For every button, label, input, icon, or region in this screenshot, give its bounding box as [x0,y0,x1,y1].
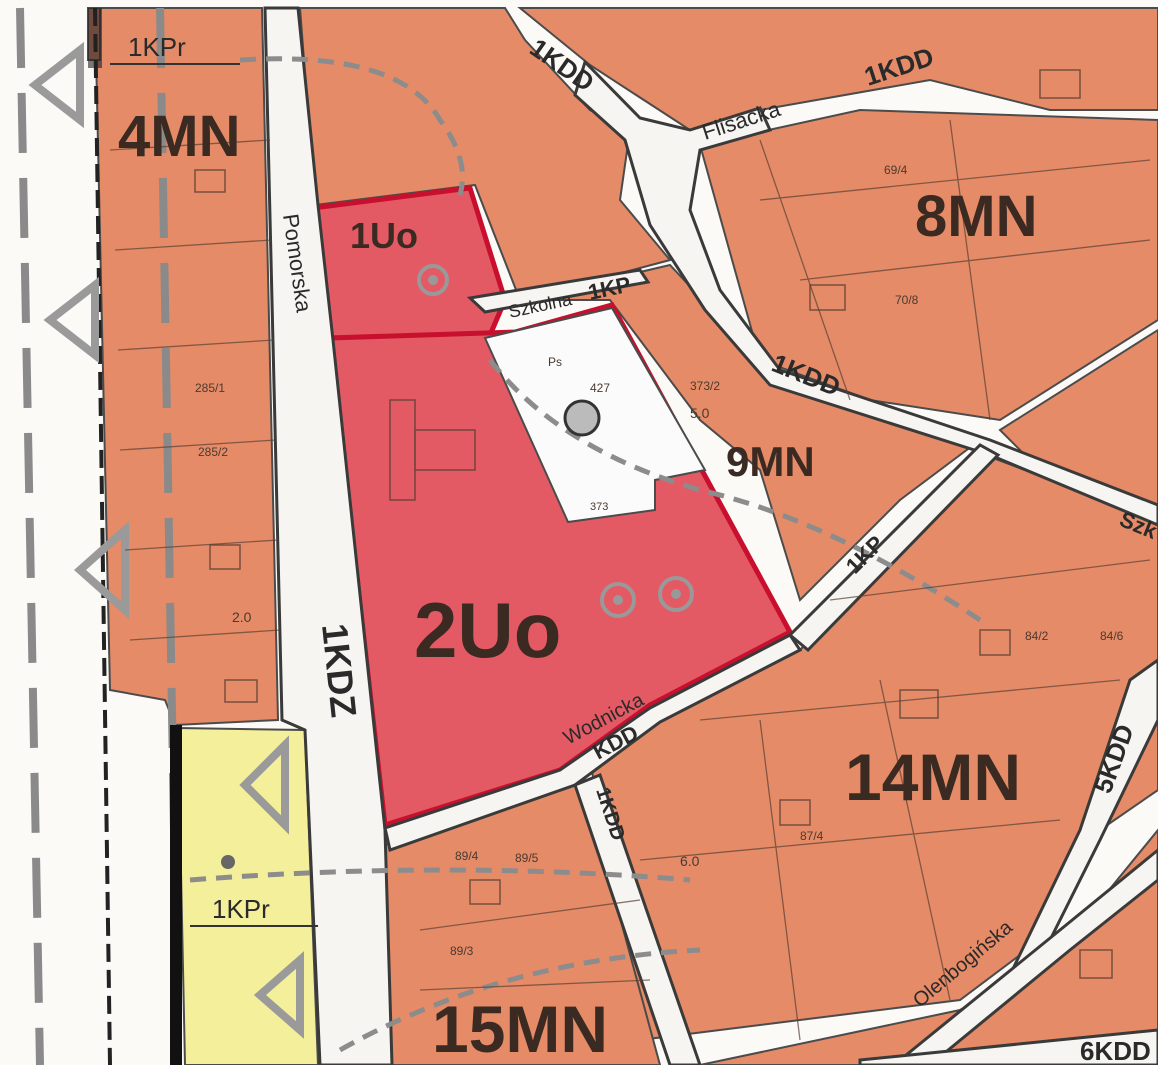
height-427-label: 427 [590,381,610,395]
circle-symbol-1uo [417,264,449,296]
dashed-arc-1 [239,56,465,196]
dashed-arc-4 [338,947,701,1053]
zone-north-east [517,7,1158,132]
road-1kdz-label: 1KDZ [314,622,365,720]
parcel-line-2 [114,239,273,251]
parcel-89-5-label: 89/5 [515,851,539,865]
road-olenboginska [896,848,1158,1065]
zone-1uo-label: 1Uo [350,215,418,256]
building-4 [809,284,846,311]
zone-2uo-label: 2Uo [414,586,561,674]
frame-top-edge [88,8,102,68]
parcel-line-14 [419,899,641,931]
parcel-line-4 [119,439,277,451]
parcel-89-4-label: 89/4 [455,849,479,863]
grey-dashed-lines [189,56,982,1053]
parcel-line-5 [124,539,279,551]
triangle-5 [253,951,304,1039]
circle-symbol-2uo-1-dot [613,595,623,605]
zone-14mn-label: 14MN [845,740,1021,814]
kpr-dash-line-1 [16,7,44,1065]
parcel-line-11 [829,559,1151,601]
dimension-6-label: 6.0 [680,853,700,869]
buildings [194,69,1113,979]
parcel-84-6-label: 84/6 [1100,629,1124,643]
building-7 [899,689,939,719]
building-8 [779,799,811,826]
parcel-line-8 [799,239,1151,281]
zone-15mn-label: 15MN [432,992,608,1065]
building-9 [469,879,501,905]
road-5kdd [1006,658,1158,979]
parcel-line-3 [117,339,275,351]
height-373-label: 373 [590,501,608,513]
triangle-3 [73,521,129,619]
building-2 [209,544,241,570]
parcel-line-12 [699,679,1121,721]
parcel-87-4-label: 87/4 [800,829,824,843]
circle-symbol-1uo-dot [428,275,438,285]
building-1 [194,169,226,193]
building-3 [224,679,258,703]
parcel-line-16 [879,679,951,1001]
parking-ps-label: Ps [548,355,562,369]
building-10 [1079,949,1113,979]
parcel-line-17 [759,719,801,1041]
zone-1uo-area [310,185,508,341]
parcel-70-8-label: 70/8 [895,293,919,307]
circle-symbol-2uo-1 [600,582,636,618]
parcel-lines [109,119,1151,1041]
parcel-69-4-label: 69/4 [884,163,908,177]
triangle-1 [28,41,84,129]
symbols [221,264,694,869]
parcel-84-2-label: 84/2 [1025,629,1049,643]
dimension-2-label: 2.0 [232,609,252,625]
parcel-line-7 [759,159,1151,201]
parcel-373-2-label: 373/2 [690,379,720,393]
building-6 [979,629,1011,656]
zone-4mn-label: 4MN [118,104,240,169]
parcel-line-15 [419,979,651,991]
parcel-line-9 [759,139,851,401]
zone-8mn-label: 8MN [915,184,1037,249]
road-6kdd [858,1028,1158,1065]
zone-9mn-label: 9MN [726,438,815,485]
building-5 [1039,69,1081,99]
point-symbol [221,855,235,869]
parcel-line-1 [109,139,271,151]
road-6kdd-label: 6KDD [1080,1036,1151,1065]
dimension-5-label: 5.0 [690,405,710,421]
road-flisacka-1kdd [573,59,1158,527]
parcel-89-3-label: 89/3 [450,944,474,958]
parcel-285-1-label: 285/1 [195,381,225,395]
road-network [263,6,1158,1065]
road-wodnicka [383,633,803,852]
triangle-4 [239,735,289,835]
frame-left-edge [170,725,182,1065]
kpr-top-label: 1KPr [128,32,186,62]
road-kdd-vertical [573,773,702,1065]
parcel-line-13 [639,819,1061,861]
parcel-285-2-label: 285/2 [198,445,228,459]
circle-symbol-2uo-2 [658,576,694,612]
road-pomorska [263,6,394,1065]
kpr-triangles [28,41,304,1039]
circle-symbol-2uo-2-dot [671,589,681,599]
boundary-line [93,7,112,1065]
parcel-line-10 [949,119,991,421]
building-school-2 [414,429,476,471]
triangle-2 [43,276,99,364]
parcel-line-6 [129,629,281,641]
road-szkolna [466,268,651,314]
kpr-bottom-label: 1KPr [212,894,270,924]
parking-circle-icon [563,399,601,437]
